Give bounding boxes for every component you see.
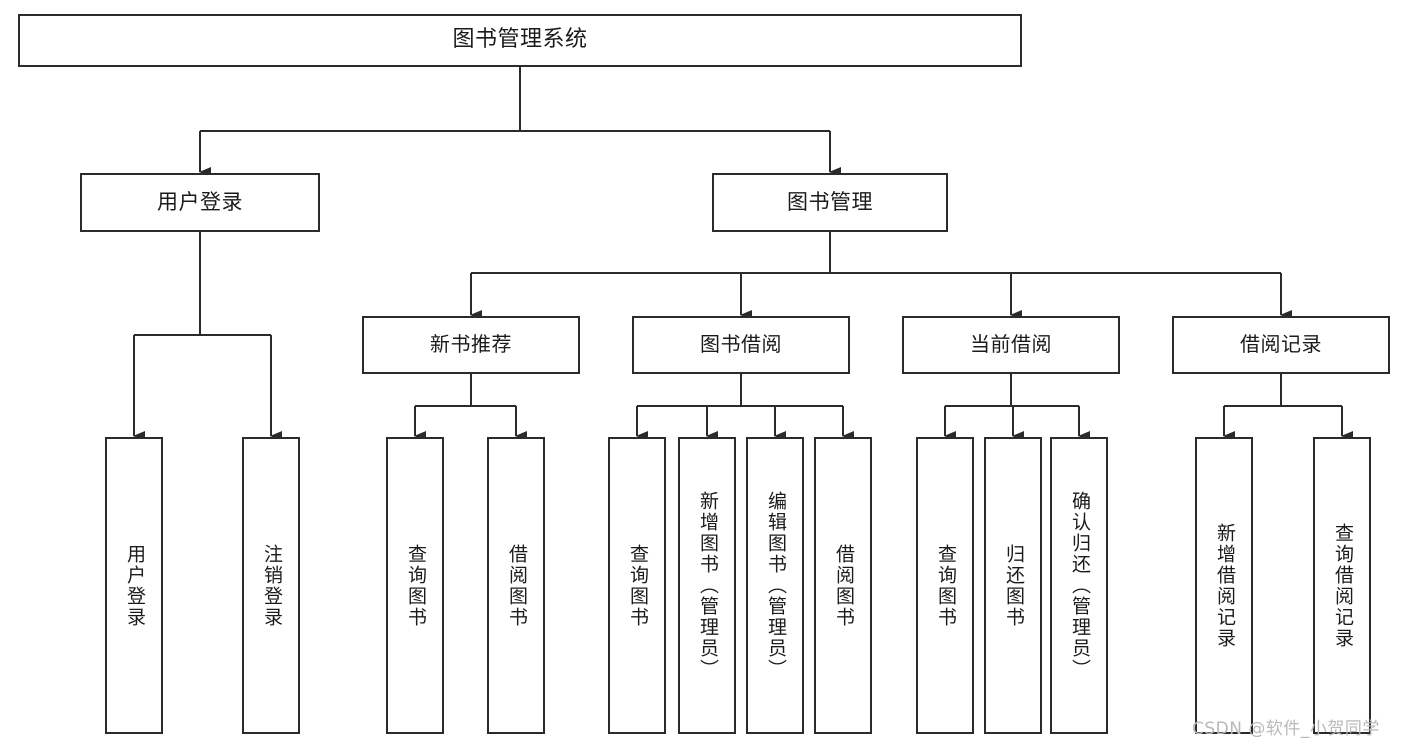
node-label: 借阅记录 <box>1240 332 1322 357</box>
node-label: 查询借阅记录 <box>1331 522 1354 649</box>
node-leaf-add-book[interactable]: 新增图书（管理员） <box>678 437 736 734</box>
node-label: 借阅图书 <box>505 543 528 628</box>
node-label: 注销登录 <box>260 543 283 628</box>
node-label: 查询图书 <box>934 543 957 628</box>
node-borrow-record[interactable]: 借阅记录 <box>1172 316 1390 374</box>
node-leaf-return-book[interactable]: 归还图书 <box>984 437 1042 734</box>
node-user-login[interactable]: 用户登录 <box>80 173 320 232</box>
node-label: 归还图书 <box>1002 543 1025 628</box>
node-label: 借阅图书 <box>832 543 855 628</box>
node-label: 图书管理 <box>787 190 873 215</box>
csdn-watermark: CSDN @软件_小贺同学 <box>1192 719 1380 739</box>
node-leaf-user-logout[interactable]: 注销登录 <box>242 437 300 734</box>
node-new-book-rec[interactable]: 新书推荐 <box>362 316 580 374</box>
node-leaf-borrow-book-1[interactable]: 借阅图书 <box>487 437 545 734</box>
node-label: 编辑图书（管理员） <box>764 491 787 680</box>
node-label: 查询图书 <box>626 543 649 628</box>
node-leaf-user-login[interactable]: 用户登录 <box>105 437 163 734</box>
node-label: 确认归还（管理员） <box>1068 491 1091 680</box>
node-leaf-confirm-return[interactable]: 确认归还（管理员） <box>1050 437 1108 734</box>
node-leaf-query-book-3[interactable]: 查询图书 <box>916 437 974 734</box>
node-label: 用户登录 <box>157 190 243 215</box>
node-leaf-query-book-1[interactable]: 查询图书 <box>386 437 444 734</box>
node-label: 新书推荐 <box>430 332 512 357</box>
node-label: 图书管理系统 <box>452 27 588 53</box>
node-label: 用户登录 <box>123 543 146 628</box>
node-book-manage[interactable]: 图书管理 <box>712 173 948 232</box>
node-label: 新增图书（管理员） <box>696 491 719 680</box>
node-leaf-query-book-2[interactable]: 查询图书 <box>608 437 666 734</box>
node-label: 新增借阅记录 <box>1213 522 1236 649</box>
node-label: 图书借阅 <box>700 332 782 357</box>
node-leaf-add-record[interactable]: 新增借阅记录 <box>1195 437 1253 734</box>
node-leaf-borrow-book-2[interactable]: 借阅图书 <box>814 437 872 734</box>
node-label: 当前借阅 <box>970 332 1052 357</box>
node-current-borrow[interactable]: 当前借阅 <box>902 316 1120 374</box>
node-root[interactable]: 图书管理系统 <box>18 14 1022 67</box>
node-book-borrow[interactable]: 图书借阅 <box>632 316 850 374</box>
node-leaf-query-record[interactable]: 查询借阅记录 <box>1313 437 1371 734</box>
node-label: 查询图书 <box>404 543 427 628</box>
node-leaf-edit-book[interactable]: 编辑图书（管理员） <box>746 437 804 734</box>
